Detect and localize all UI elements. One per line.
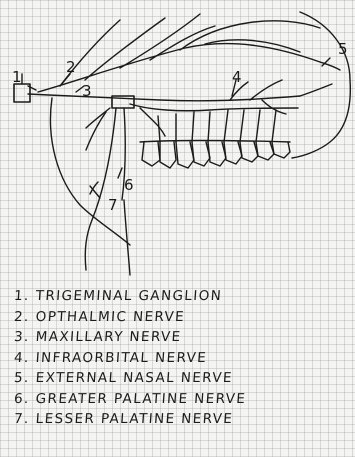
label-4: 4 bbox=[232, 68, 242, 86]
nerve-sketch: 1 2 3 4 5 6 7 bbox=[0, 0, 355, 290]
legend-number: 4. bbox=[13, 350, 30, 366]
legend-number: 6. bbox=[13, 391, 30, 407]
legend-text: GREATER PALATINE NERVE bbox=[35, 391, 247, 407]
legend-item: 7. LESSER PALATINE NERVE bbox=[13, 409, 247, 430]
legend-number: 7. bbox=[13, 411, 30, 427]
legend-item: 1. TRIGEMINAL GANGLION bbox=[13, 286, 247, 307]
label-3: 3 bbox=[82, 82, 92, 100]
maxillary-trunk bbox=[28, 94, 300, 101]
legend-number: 5. bbox=[13, 370, 30, 386]
legend-item: 4. INFRAORBITAL NERVE bbox=[13, 348, 247, 369]
label-6: 6 bbox=[124, 176, 134, 194]
label-5: 5 bbox=[338, 40, 348, 58]
legend-item: 6. GREATER PALATINE NERVE bbox=[13, 389, 247, 410]
label-1: 1 bbox=[12, 68, 22, 86]
lesser-palatine-path bbox=[85, 108, 116, 270]
label-2: 2 bbox=[66, 58, 76, 76]
legend-item: 5. EXTERNAL NASAL NERVE bbox=[13, 368, 247, 389]
legend-number: 2. bbox=[13, 309, 30, 325]
legend-text: TRIGEMINAL GANGLION bbox=[35, 288, 223, 304]
skull-outline bbox=[292, 12, 350, 158]
legend-item: 3. MAXILLARY NERVE bbox=[13, 327, 247, 348]
legend-text: MAXILLARY NERVE bbox=[35, 329, 182, 345]
legend-text: EXTERNAL NASAL NERVE bbox=[35, 370, 233, 386]
label-7: 7 bbox=[108, 196, 118, 214]
legend-number: 3. bbox=[13, 329, 30, 345]
legend-list: 1.TRIGEMINAL GANGLION 2.OPTHALMIC NERVE … bbox=[14, 286, 246, 430]
teeth-row bbox=[140, 141, 290, 143]
legend-item: 2. OPTHALMIC NERVE bbox=[13, 307, 247, 328]
legend-text: INFRAORBITAL NERVE bbox=[35, 350, 208, 366]
ganglion-box bbox=[14, 84, 30, 102]
legend-text: OPTHALMIC NERVE bbox=[35, 309, 185, 325]
legend-number: 1. bbox=[13, 288, 30, 304]
legend-text: LESSER PALATINE NERVE bbox=[35, 411, 234, 427]
ophthalmic-trunk bbox=[38, 44, 320, 92]
